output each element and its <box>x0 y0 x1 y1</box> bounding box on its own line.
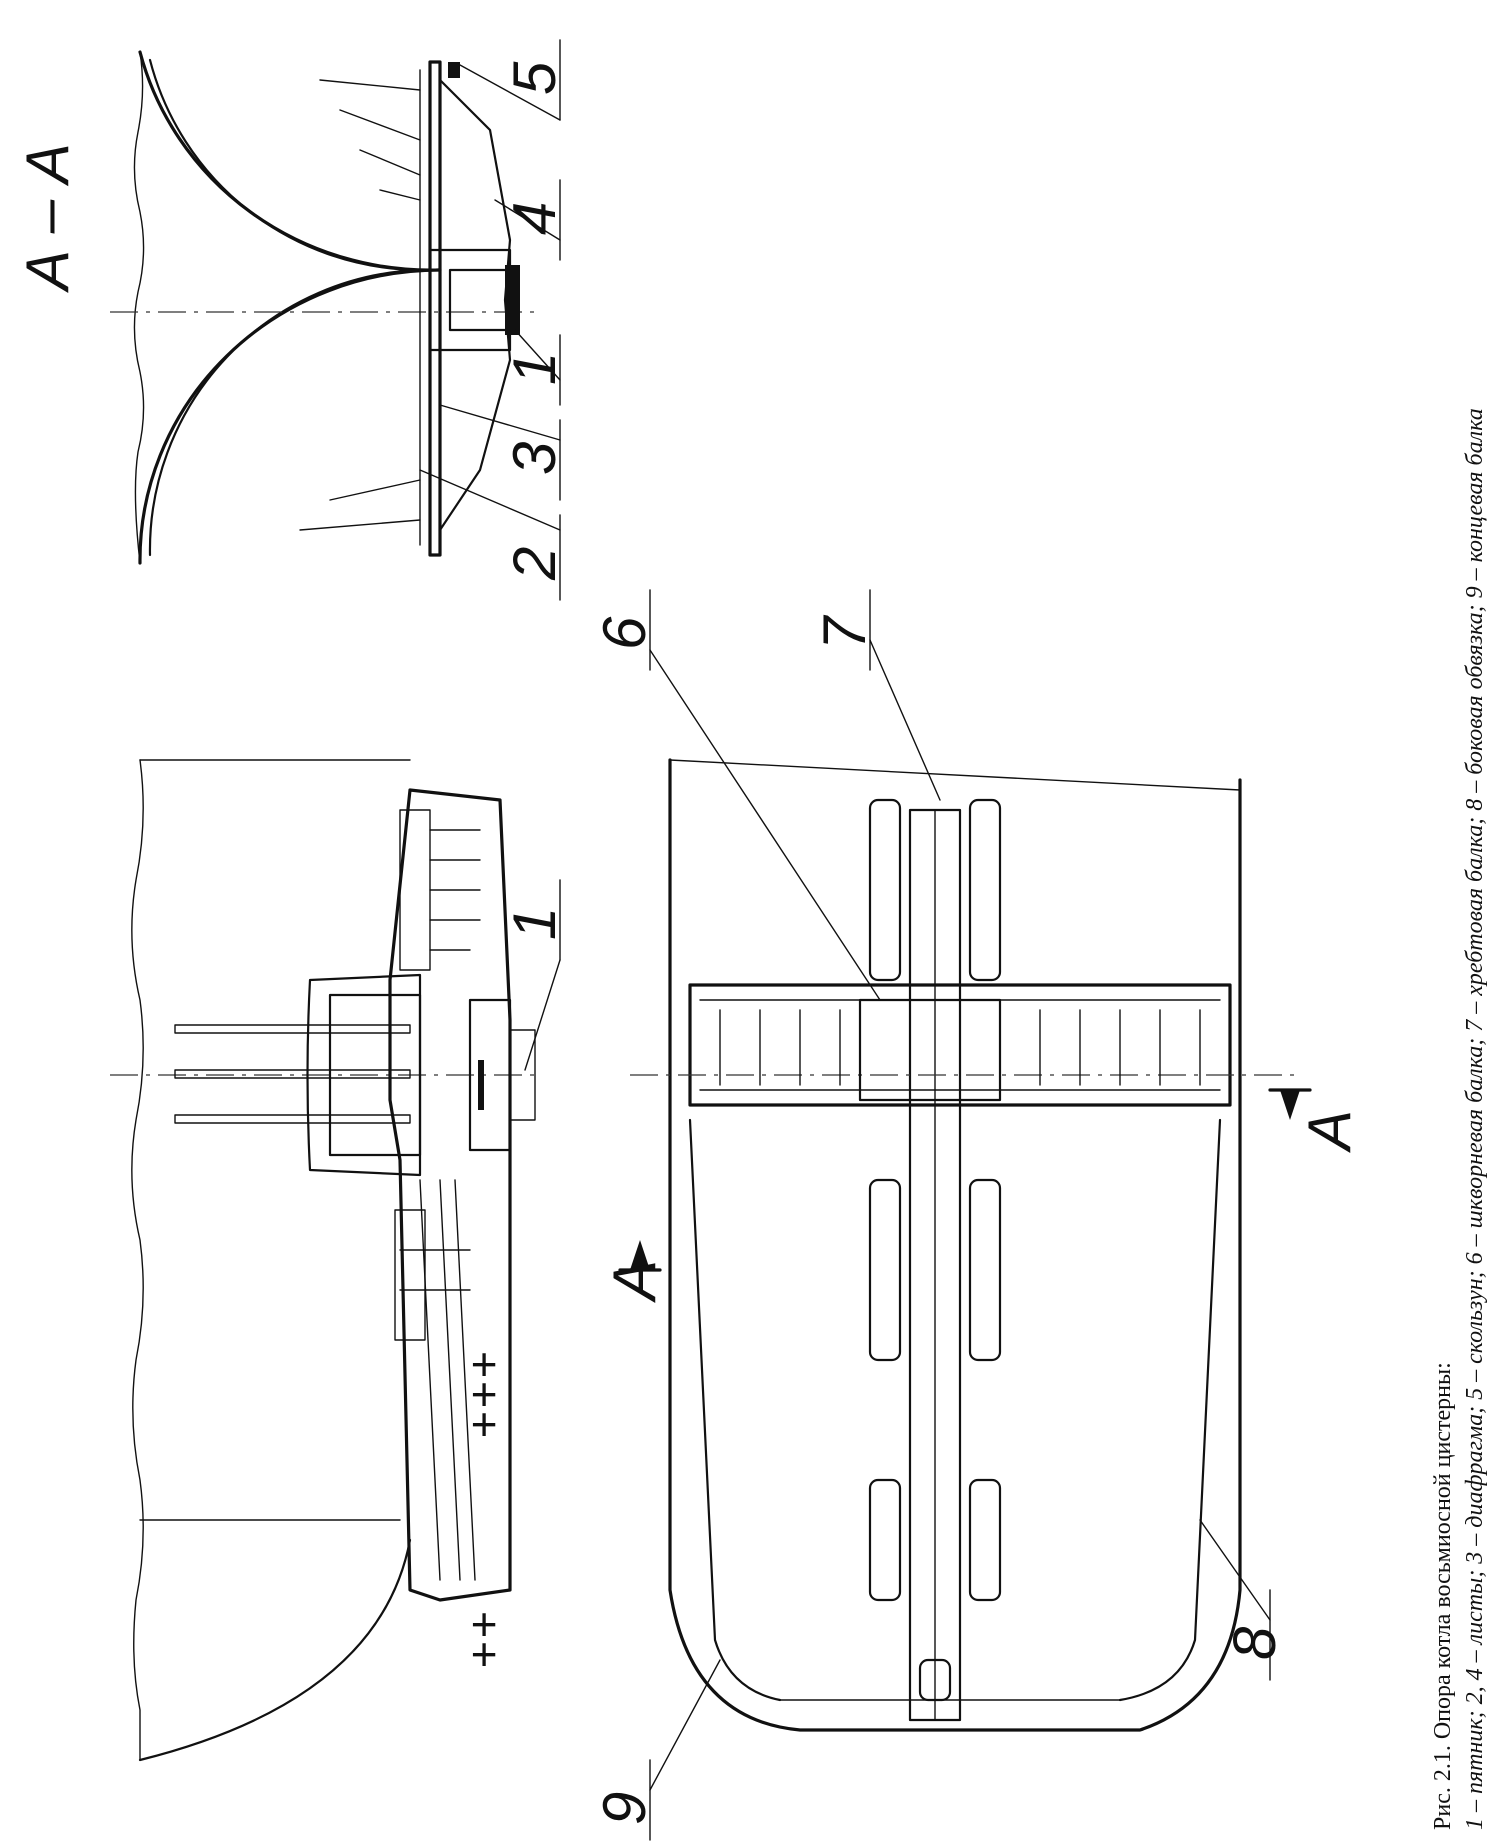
callout-9: 9 <box>591 1792 658 1825</box>
longitudinal-beams <box>868 798 1002 1602</box>
caption-line-1: Рис. 2.1. Опора котла восьмиосной цистер… <box>1430 1362 1456 1830</box>
leader-7 <box>869 639 941 801</box>
leader-6 <box>649 649 881 1001</box>
side-view: + + + + + 1 <box>110 759 568 1762</box>
boiler-break-side <box>131 759 144 1761</box>
post-2 <box>174 1069 411 1079</box>
rivets-c: + <box>470 1398 497 1450</box>
callout-7: 7 <box>811 614 878 650</box>
leader-3 <box>439 404 561 441</box>
leader-2 <box>419 469 561 531</box>
leader-5 <box>459 64 561 121</box>
callout-1-section: 1 <box>501 352 568 385</box>
center-plate-black <box>505 265 520 335</box>
center-plate-1 <box>428 248 512 352</box>
bolster-inner <box>328 993 422 1157</box>
callout-3: 3 <box>501 442 568 475</box>
post-1 <box>174 1024 411 1034</box>
rivets-e: + <box>470 1628 497 1680</box>
plan-callouts: 6 7 8 9 <box>591 589 1288 1841</box>
section-mark-right: А <box>1296 1110 1363 1153</box>
section-title: А – А <box>14 143 81 293</box>
post-3 <box>174 1114 411 1124</box>
bolster-lattice-left <box>719 1009 841 1086</box>
end-coupler <box>918 1658 952 1702</box>
rails-lower <box>394 1179 476 1581</box>
rib-5 <box>329 479 421 501</box>
boiler-bottom-arc <box>138 1538 412 1762</box>
plan-outline <box>668 758 1242 1732</box>
bolster-lattice-right <box>1039 1009 1201 1086</box>
rivets-d: + <box>470 1598 497 1650</box>
center-block <box>858 998 1002 1102</box>
rib-2 <box>339 109 421 141</box>
callout-4: 4 <box>501 202 568 235</box>
figure-caption: Рис. 2.1. Опора котла восьмиосной цистер… <box>1430 408 1488 1830</box>
center-plate-inner <box>448 268 512 332</box>
callout-5: 5 <box>501 61 568 95</box>
section-callouts: 5 4 1 3 2 <box>419 39 568 601</box>
section-arrow-right <box>1280 1090 1300 1120</box>
break-line-section <box>133 51 145 564</box>
lattice-top <box>399 809 481 971</box>
section-mark-left: А <box>601 1260 668 1303</box>
section-marks: А А <box>601 1088 1363 1303</box>
leader-9 <box>649 1659 721 1791</box>
side-sill-right <box>1118 1118 1222 1702</box>
caption-line-2: 1 – пятник; 2, 4 – листы; 3 – диафрагма;… <box>1462 408 1488 1830</box>
leader-8 <box>1199 1519 1271 1621</box>
rivets-a: + <box>470 1338 497 1390</box>
support-body <box>388 788 512 1602</box>
slider-5 <box>448 62 460 78</box>
bowl-mark <box>478 1060 484 1110</box>
side-sill-left <box>688 1118 782 1702</box>
plan-top-break <box>669 759 1241 791</box>
leader-1-side <box>524 959 561 1071</box>
bottom-plate <box>428 60 442 557</box>
section-arrow-left <box>630 1240 650 1270</box>
callout-6: 6 <box>591 616 658 650</box>
boiler-shell-inner <box>148 58 422 557</box>
callout-2: 2 <box>501 547 568 581</box>
rib-1 <box>319 79 421 91</box>
bolster-block <box>306 973 422 1177</box>
bowl-lower <box>509 1029 536 1121</box>
boiler-shell-outer <box>138 50 442 565</box>
leader-1-section <box>514 329 561 381</box>
rib-3 <box>359 149 421 176</box>
rib-6 <box>299 519 421 531</box>
callout-8: 8 <box>1221 1626 1288 1660</box>
leader-4 <box>494 199 561 241</box>
section-view-a-a <box>110 50 540 565</box>
plan-view <box>630 758 1300 1732</box>
callout-1-side: 1 <box>501 907 568 940</box>
rib-4 <box>379 189 421 201</box>
rivets-b: + <box>470 1368 497 1420</box>
